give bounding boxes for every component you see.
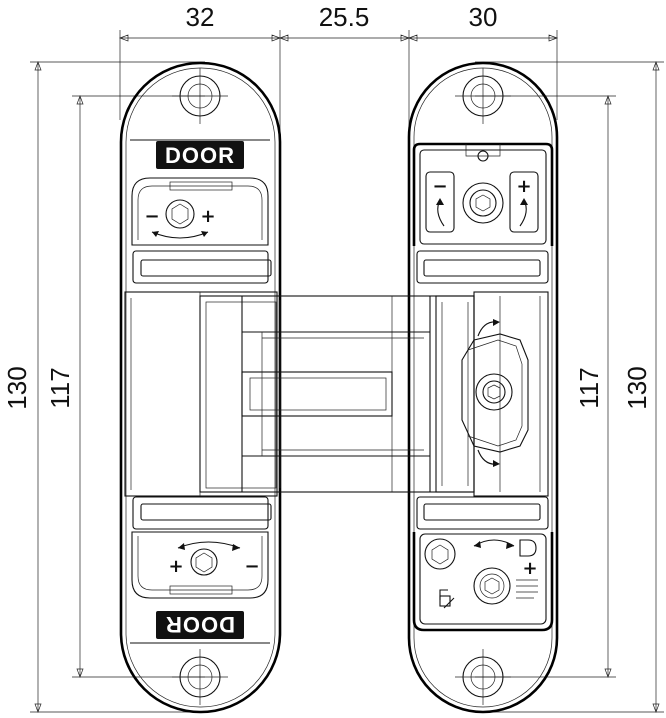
- dim-right-inner: 117: [574, 367, 604, 408]
- dim-top-gap: 25.5: [319, 2, 370, 32]
- hex-screw-icon: [190, 548, 218, 576]
- plus-sign-right: +: [516, 176, 531, 197]
- hex-screw-icon: [462, 182, 504, 224]
- minus-sign-right: −: [432, 176, 447, 197]
- dim-left-inner: 117: [45, 367, 75, 408]
- screw-hole-icon: [172, 68, 228, 124]
- plus-sign-right-bottom: +: [522, 558, 537, 579]
- adjust-arrow-icon: [436, 198, 528, 227]
- door-label-bottom: DOOR: [156, 611, 244, 639]
- lock-icon: [439, 539, 537, 607]
- adjust-arrow-icon: [473, 539, 515, 549]
- door-label-top: DOOR: [156, 141, 244, 169]
- hex-screw-icon: [165, 199, 195, 229]
- door-text-bottom: DOOR: [165, 612, 235, 637]
- screw-hole-icon: [455, 68, 511, 124]
- right-bottom-adjuster: +: [412, 532, 554, 632]
- adjust-arrow-icon: [177, 541, 241, 551]
- hex-screw-icon: [473, 567, 511, 605]
- dim-right-outer: 130: [622, 366, 652, 409]
- adjust-arrow-icon: [151, 231, 209, 239]
- screw-hole-icon: [172, 649, 228, 705]
- dimension-lines: [30, 30, 664, 713]
- minus-sign-bottom: −: [244, 556, 259, 577]
- right-top-adjuster: − +: [412, 142, 554, 246]
- central-mechanism: [124, 291, 549, 497]
- dim-top-left: 32: [186, 2, 215, 32]
- dim-top-right: 30: [469, 2, 498, 32]
- right-hinge-body: − +: [407, 61, 559, 714]
- dimension-labels: 32 25.5 30 130 117 117 130: [2, 2, 652, 410]
- adjust-arrow-icon: [477, 319, 500, 467]
- dim-left-outer: 130: [2, 366, 32, 409]
- hex-screw-icon: [475, 373, 513, 411]
- plus-sign: +: [200, 206, 215, 227]
- door-text-top: DOOR: [165, 143, 235, 168]
- screw-hole-icon: [455, 649, 511, 705]
- plus-sign-bottom: +: [168, 556, 183, 577]
- hex-screw-icon: [424, 538, 456, 570]
- left-hinge-body: DOOR − +: [119, 61, 282, 714]
- left-top-adjuster: − +: [131, 177, 269, 246]
- left-bottom-adjuster: + −: [131, 531, 269, 599]
- minus-sign: −: [144, 206, 159, 227]
